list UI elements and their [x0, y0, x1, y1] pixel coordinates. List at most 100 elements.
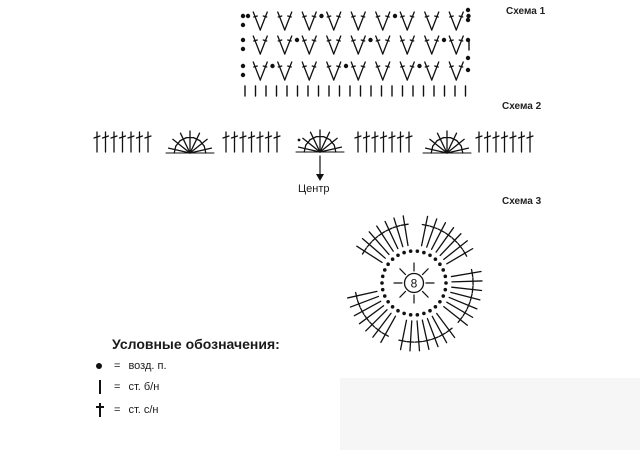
dc-stitch [273, 131, 281, 153]
petal-stitch [436, 312, 456, 339]
v-stitch-right [406, 61, 415, 81]
petal-stitch [421, 319, 430, 350]
fan-stitch [297, 146, 321, 153]
equals-sign: = [114, 381, 121, 393]
sc-stitch [399, 290, 407, 298]
v-crossbar [262, 65, 268, 68]
v-stitch-left [350, 11, 359, 31]
v-stitch-right [259, 11, 268, 31]
petal-stitch [416, 320, 421, 352]
v-stitch-left [252, 11, 261, 31]
dc-crossbar [359, 307, 365, 316]
petal-stitch [450, 270, 482, 278]
chain-dot [343, 63, 349, 69]
chain-dot [443, 274, 448, 279]
dc-crossbar [361, 247, 367, 255]
chain-dot [438, 262, 442, 266]
dc-crossbar [369, 321, 376, 328]
v-crossbar [277, 65, 283, 68]
dc-crossbar [430, 336, 439, 341]
chain-dot [438, 300, 442, 304]
petal-stitch [446, 301, 474, 319]
v-stitch-right [284, 35, 293, 55]
v-stitch-left [350, 35, 359, 55]
petal-stitch [430, 222, 447, 250]
center-label: Центр [298, 183, 330, 195]
dc-stitch [144, 131, 152, 153]
chain-dot [402, 311, 406, 316]
fan-stitch [319, 146, 343, 153]
dc-crossbar [179, 136, 188, 142]
chain-dot [465, 7, 471, 13]
v-crossbar [287, 15, 292, 18]
chain-dot [240, 22, 246, 28]
fan-stitch [179, 132, 191, 154]
dc-stitch [500, 131, 509, 153]
dc-stitch [362, 131, 371, 153]
background-panel [340, 378, 640, 450]
v-stitch-right [455, 35, 464, 55]
v-crossbar [262, 15, 268, 18]
dc-stitch [93, 131, 101, 153]
fan-stitch [302, 137, 321, 153]
v-crossbar [262, 39, 268, 42]
scheme1-label: Схема 1 [506, 6, 546, 17]
v-crossbar [336, 39, 341, 42]
dc-crossbar [374, 327, 382, 333]
petal-stitch [451, 286, 483, 292]
v-stitch-left [277, 11, 286, 31]
dc-stitch [371, 131, 379, 153]
v-crossbar [302, 39, 307, 42]
v-stitch-left [424, 11, 433, 31]
petal-stitch [353, 300, 382, 317]
v-stitch-right [406, 11, 415, 31]
fan-stitch [319, 137, 338, 153]
v-crossbar [400, 15, 405, 18]
v-stitch-right [259, 61, 268, 81]
v-crossbar [424, 65, 430, 68]
dc-crossbar [203, 145, 207, 154]
dc-crossbar [436, 136, 445, 142]
v-stitch-left [252, 61, 261, 81]
dc-crossbar [462, 249, 468, 257]
dc-crossbar [363, 314, 370, 322]
chain-dot [433, 257, 438, 262]
chain-dot [444, 281, 448, 285]
chain-dot [415, 313, 420, 317]
chain-dot [402, 250, 406, 255]
petal-stitch [356, 245, 383, 264]
petal-stitch [349, 295, 380, 308]
dc-crossbar [192, 136, 201, 142]
v-crossbar [409, 15, 415, 18]
dc-stitch [110, 131, 118, 153]
dc-crossbar [381, 332, 389, 337]
v-stitch-left [375, 61, 384, 81]
v-stitch-left [375, 11, 384, 31]
chain-dot [443, 287, 448, 292]
equals-sign: = [114, 360, 121, 372]
chain-dot [386, 262, 390, 266]
equals-sign: = [114, 404, 121, 416]
dc-stitch [405, 131, 413, 153]
v-stitch-left [448, 11, 457, 31]
petal-stitch [431, 315, 448, 344]
v-crossbar [287, 65, 292, 68]
dc-crossbar [199, 140, 205, 147]
dc-crossbar [366, 241, 373, 248]
v-crossbar [449, 39, 454, 42]
chain-dot [396, 253, 400, 258]
dc-stitch [526, 131, 534, 153]
chain-dot [380, 274, 385, 279]
dc-crossbar [444, 232, 452, 238]
v-stitch-right [382, 61, 391, 81]
legend-item-double-crochet: = ст. с/н [94, 402, 159, 418]
dc-crossbar [429, 225, 438, 230]
v-crossbar [311, 15, 317, 18]
chain-dot [408, 249, 413, 253]
fan-stitch [429, 138, 448, 154]
v-stitch-right [333, 61, 342, 81]
v-stitch-right [333, 35, 342, 55]
petal-stitch [450, 291, 481, 301]
chain-dot [245, 13, 251, 19]
